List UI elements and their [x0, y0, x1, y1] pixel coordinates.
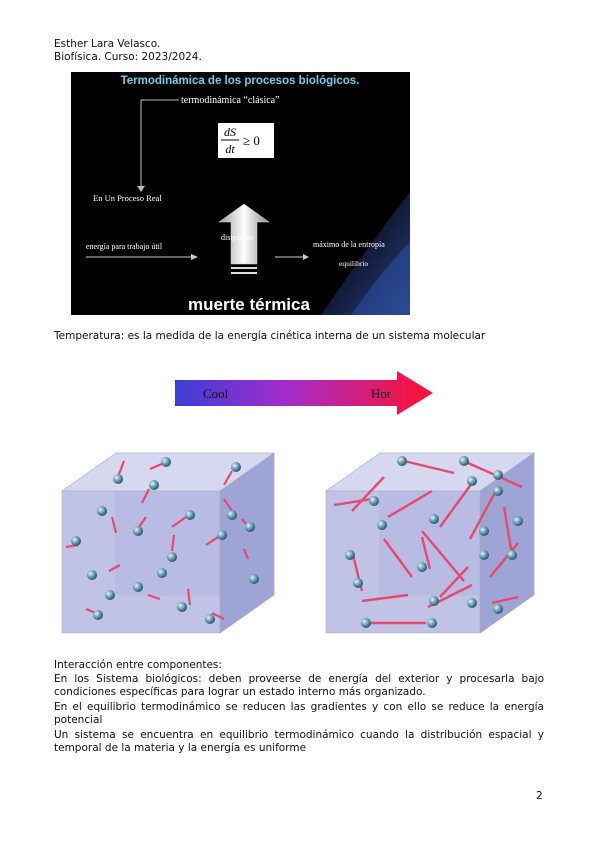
text-interaction-heading: Interacción entre componentes: [54, 659, 222, 671]
slide-heat-death: muerte térmica [188, 295, 310, 314]
slide-connector [140, 99, 179, 190]
formula-denominator: dt [225, 142, 235, 156]
slide-useful-work: energía para trabajo útil [86, 242, 163, 251]
temperature-gradient-arrow: Cool Hot [175, 371, 433, 415]
slide-swoosh-2 [351, 242, 410, 315]
slide-title: Termodinámica de los procesos biológicos… [121, 75, 360, 87]
gradient-arrow-shape [175, 371, 433, 415]
text-paragraph-1: En los Sistema biológicos: deben proveer… [54, 673, 544, 698]
text-paragraph-3: Un sistema se encuentra en equilibrio te… [54, 729, 544, 754]
header-author: Esther Lara Velasco. [54, 38, 161, 50]
page-number: 2 [536, 790, 543, 802]
entropy-arrowhead [303, 254, 309, 260]
formula-numerator: dS [224, 125, 236, 139]
hot-label: Hot [371, 386, 391, 401]
temperature-caption: Temperatura: es la medida de la energía … [54, 330, 486, 342]
slide-classic-label: termodinámica “clásica” [181, 95, 280, 106]
cool-label: Cool [203, 386, 229, 401]
slide-real-process: En Un Proceso Real [93, 193, 162, 203]
slide-max-entropy: máximo de la entropía [313, 240, 385, 249]
velocity-arrows [333, 459, 523, 625]
slide-dissipation: disipación [221, 233, 254, 242]
thermodynamics-slide: Termodinámica de los procesos biológicos… [71, 72, 410, 315]
text-paragraph-2: En el equilibrio termodinámico se reduce… [54, 701, 544, 726]
header-course: Biofísica. Curso: 2023/2024. [54, 51, 202, 63]
molecules [71, 457, 259, 624]
cool-molecules-box [54, 447, 281, 639]
slide-equilibrium: equilibrio [339, 259, 368, 268]
useful-work-arrowhead [191, 254, 198, 260]
slide-connector-arrowhead [137, 186, 145, 192]
dissipation-arrow [218, 203, 270, 265]
formula-relation: ≥ 0 [243, 133, 260, 148]
molecules [345, 456, 523, 628]
hot-molecules-box [322, 447, 544, 639]
